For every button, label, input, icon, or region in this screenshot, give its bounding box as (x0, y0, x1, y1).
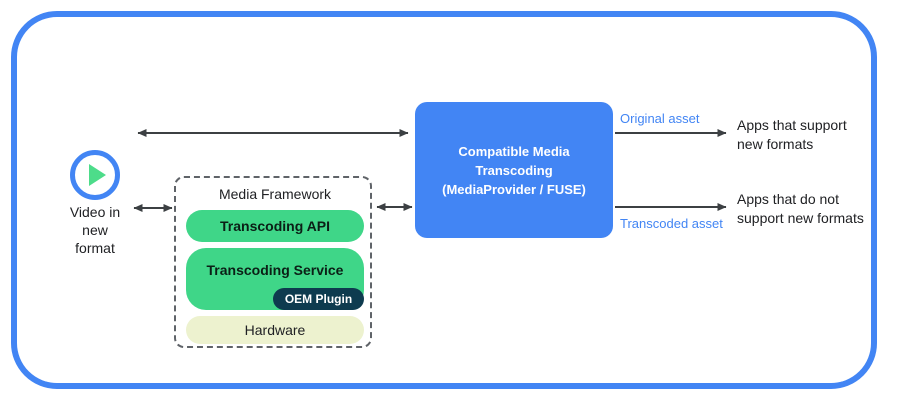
consumer-supporting-line-2: new formats (737, 136, 814, 152)
play-circle-icon (70, 150, 120, 200)
media-framework-group: Media Framework Transcoding API Transcod… (174, 176, 372, 348)
edge-label-original-asset: Original asset (620, 111, 700, 126)
outer-frame-border (11, 11, 877, 389)
source-caption-line-1: Video in (69, 204, 121, 220)
layer-transcoding-service-label: Transcoding Service (206, 262, 344, 278)
media-framework-title: Media Framework (218, 186, 332, 202)
consumer-apps-not-supporting: Apps that do not support new formats (737, 190, 864, 228)
layer-hardware[interactable]: Hardware (186, 316, 364, 344)
layer-transcoding-api[interactable]: Transcoding API (186, 210, 364, 242)
consumer-nonsupporting-line-1: Apps that do not (737, 191, 839, 207)
consumer-nonsupporting-line-2: support new formats (737, 210, 864, 226)
layer-hardware-label: Hardware (244, 322, 306, 338)
cmt-line-3: (MediaProvider / FUSE) (442, 181, 586, 197)
cmt-line-1: Compatible Media (458, 143, 570, 159)
edge-label-transcoded-asset: Transcoded asset (620, 216, 723, 231)
layer-transcoding-api-label: Transcoding API (220, 218, 330, 234)
cmt-text-block: Compatible Media Transcoding (MediaProvi… (442, 142, 586, 199)
source-caption-line-2: new (82, 222, 108, 238)
oem-plugin-label: OEM Plugin (284, 292, 353, 306)
cmt-line-2: Transcoding (475, 162, 553, 178)
oem-plugin-badge[interactable]: OEM Plugin (273, 288, 364, 310)
source-video-caption: Video in new format (40, 203, 150, 257)
play-triangle-icon (89, 164, 106, 186)
source-caption-line-3: format (75, 240, 115, 256)
consumer-supporting-line-1: Apps that support (737, 117, 847, 133)
compatible-media-transcoding-node[interactable]: Compatible Media Transcoding (MediaProvi… (415, 102, 613, 238)
consumer-apps-supporting: Apps that support new formats (737, 116, 847, 154)
